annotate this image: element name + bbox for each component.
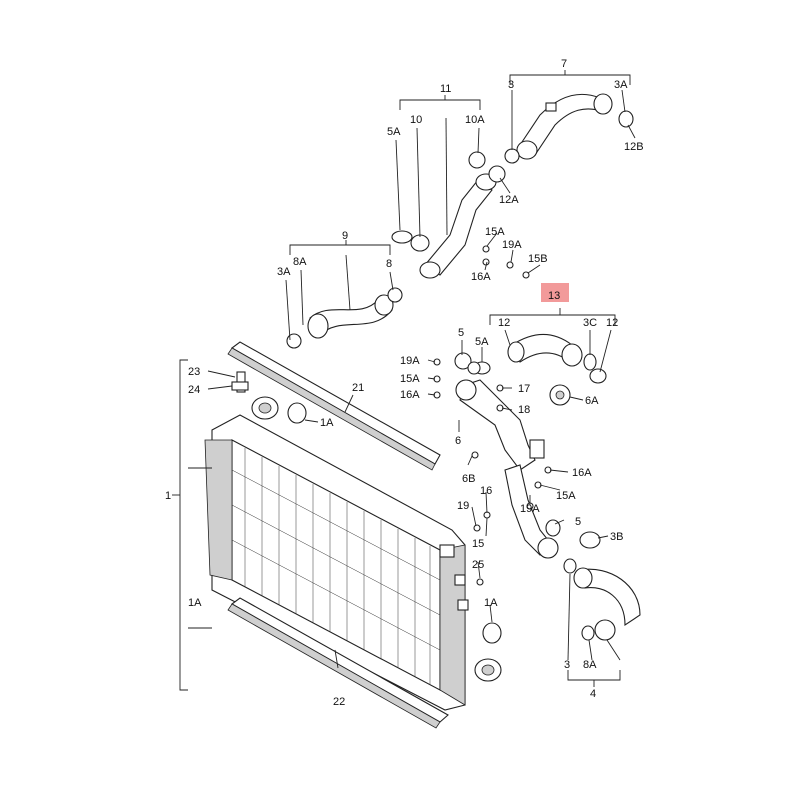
intercooler	[204, 396, 502, 711]
label-19a-top: 19A	[502, 239, 522, 251]
label-17: 17	[518, 383, 530, 395]
label-11: 11	[440, 83, 451, 95]
label-5a-top: 5A	[387, 126, 401, 138]
label-10a: 10A	[465, 114, 485, 126]
hose-9	[286, 287, 403, 349]
highlight-13	[541, 283, 569, 302]
label-10: 10	[410, 114, 422, 126]
label-15b: 15B	[528, 253, 548, 265]
label-3c: 3C	[583, 317, 597, 329]
seal-strip-21	[227, 341, 441, 471]
label-12a: 12A	[499, 194, 519, 206]
hose-13	[507, 333, 607, 384]
label-5-mid: 5	[458, 327, 464, 339]
label-8a-left: 8A	[293, 256, 307, 268]
label-15a-right: 15A	[556, 490, 576, 502]
label-8a-low: 8A	[583, 659, 597, 671]
label-19: 19	[457, 500, 469, 512]
label-16: 16	[480, 485, 492, 497]
label-15a-mid: 15A	[400, 373, 420, 385]
label-22: 22	[333, 696, 345, 708]
label-12b: 12B	[624, 141, 644, 153]
hose-4	[545, 519, 641, 641]
label-13: 13	[548, 290, 560, 302]
label-8: 8	[386, 258, 392, 270]
seal-strip-22	[227, 597, 449, 729]
label-12-right: 12	[606, 317, 618, 329]
label-5a-mid: 5A	[475, 336, 489, 348]
label-6a: 6A	[585, 395, 599, 407]
label-19a-right: 19A	[520, 503, 540, 515]
label-3a-top: 3A	[614, 79, 628, 91]
label-1: 1	[165, 490, 171, 502]
part-labels: 7 3 3A 12B 12A 11 5A 10 10A 15A 19A 15B …	[165, 58, 644, 708]
label-15a-top: 15A	[485, 226, 505, 238]
label-1a-left: 1A	[188, 597, 202, 609]
label-5-low: 5	[575, 516, 581, 528]
label-3a-left: 3A	[277, 266, 291, 278]
label-3-low: 3	[564, 659, 570, 671]
label-4: 4	[590, 688, 596, 700]
label-16a-right: 16A	[572, 467, 592, 479]
label-25: 25	[472, 559, 484, 571]
label-6: 6	[455, 435, 461, 447]
label-15: 15	[472, 538, 484, 550]
label-1a-lower: 1A	[484, 597, 498, 609]
label-1a-upper: 1A	[320, 417, 334, 429]
label-12-left: 12	[498, 317, 510, 329]
pipe-11	[391, 151, 506, 279]
label-7: 7	[561, 58, 567, 70]
leader-lines	[172, 70, 636, 691]
label-16a-top: 16A	[471, 271, 491, 283]
label-19a-mid: 19A	[400, 355, 420, 367]
label-3-top: 3	[508, 79, 514, 91]
pipe-6	[455, 361, 571, 559]
label-16a-mid: 16A	[400, 389, 420, 401]
label-23: 23	[188, 366, 200, 378]
label-24: 24	[188, 384, 200, 396]
label-9: 9	[342, 230, 348, 242]
label-3b: 3B	[610, 531, 623, 543]
label-21: 21	[352, 382, 364, 394]
label-6b: 6B	[462, 473, 475, 485]
hose-7	[504, 93, 634, 164]
label-18: 18	[518, 404, 530, 416]
